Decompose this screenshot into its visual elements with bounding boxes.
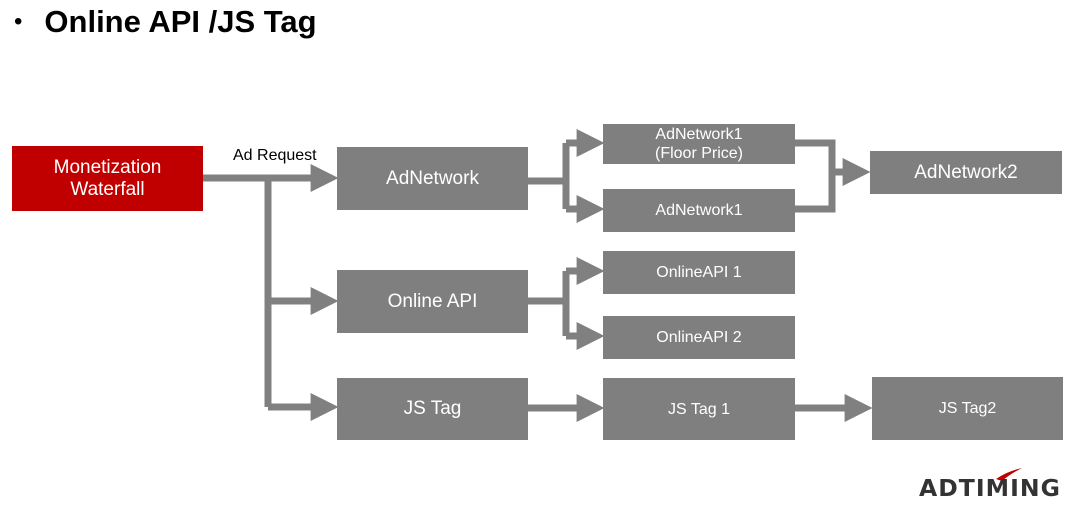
node-adnetwork2-label: AdNetwork2: [914, 161, 1018, 183]
adtiming-logo: ADTIMING: [919, 468, 1061, 501]
node-onlineapi-2-label: OnlineAPI 2: [656, 329, 742, 346]
node-adnetwork2[interactable]: AdNetwork2: [870, 151, 1062, 194]
node-onlineapi-2[interactable]: OnlineAPI 2: [603, 316, 795, 359]
title-bullet: •: [14, 8, 23, 35]
title-text: Online API /JS Tag: [44, 4, 317, 39]
node-onlineapi-1[interactable]: OnlineAPI 1: [603, 251, 795, 294]
node-js-tag-label: JS Tag: [403, 398, 462, 419]
node-adnetwork1[interactable]: AdNetwork1: [603, 189, 795, 232]
logo-text: ADTIMING: [919, 476, 1061, 501]
node-waterfall-line2: Waterfall: [70, 178, 145, 200]
node-online-api-label: Online API: [387, 290, 478, 312]
node-onlineapi-1-label: OnlineAPI 1: [656, 264, 742, 281]
logo-swoosh: [996, 468, 1022, 481]
node-adnetwork1-label: AdNetwork1: [655, 202, 743, 219]
node-online-api[interactable]: Online API: [337, 270, 528, 333]
node-js-tag-2[interactable]: JS Tag2: [872, 377, 1063, 440]
node-adnetwork-label: AdNetwork: [386, 167, 479, 189]
node-js-tag-2-label: JS Tag2: [938, 400, 997, 417]
node-adnetwork1-floor-line1: AdNetwork1: [655, 126, 743, 143]
node-js-tag[interactable]: JS Tag: [337, 378, 528, 440]
node-js-tag-1-label: JS Tag 1: [668, 400, 730, 418]
node-adnetwork1-floor-price[interactable]: AdNetwork1 (Floor Price): [603, 124, 795, 164]
node-waterfall-line1: Monetization: [53, 156, 162, 178]
connector-merge: [795, 139, 836, 213]
node-monetization-waterfall[interactable]: Monetization Waterfall: [12, 146, 203, 211]
node-adnetwork[interactable]: AdNetwork: [337, 147, 528, 210]
ad-request-label: Ad Request: [233, 147, 317, 164]
node-adnetwork1-floor-line2: (Floor Price): [654, 145, 743, 162]
page-title: • Online API /JS Tag: [14, 0, 317, 47]
node-js-tag-1[interactable]: JS Tag 1: [603, 378, 795, 440]
